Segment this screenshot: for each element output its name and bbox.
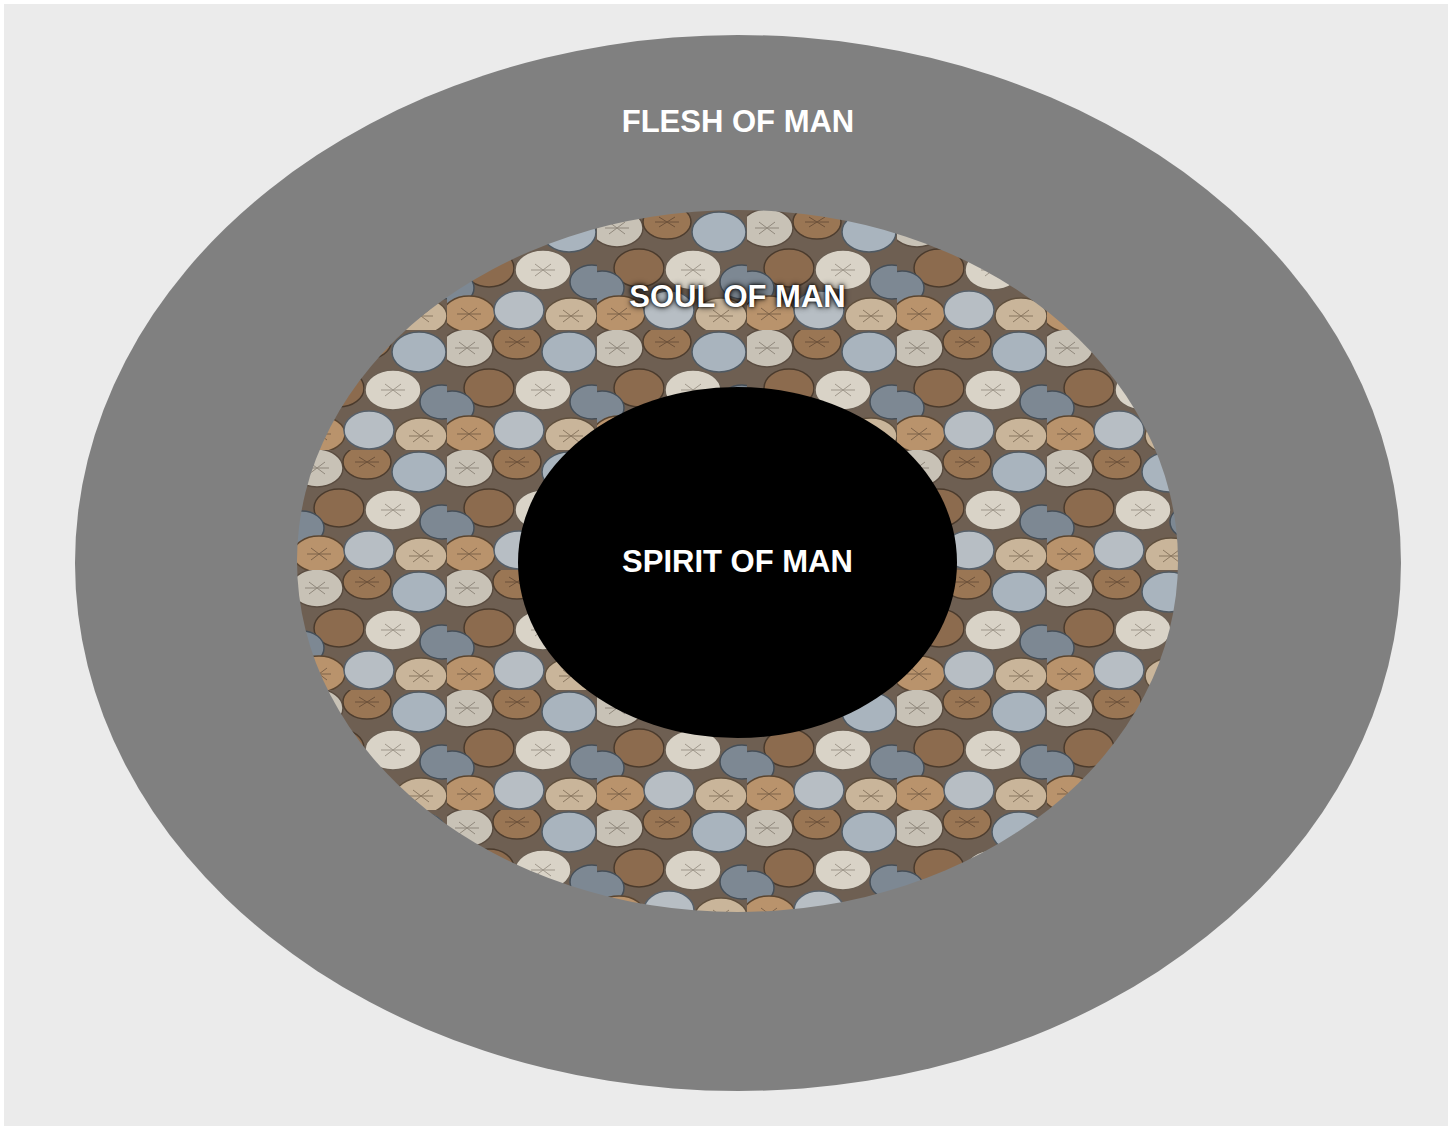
spirit-ellipse: SPIRIT OF MAN <box>518 387 957 738</box>
node-label: FLESH OF MAN <box>75 104 1401 140</box>
soul-ellipse: SOUL OF MAN SPIRIT OF MAN <box>297 210 1178 912</box>
ellipse-fill <box>297 210 1178 912</box>
node-label: SOUL OF MAN <box>297 279 1178 315</box>
panel <box>4 4 1448 1126</box>
node-label: SPIRIT OF MAN <box>518 544 957 580</box>
flesh-ellipse: FLESH OF MAN SOUL OF MAN SPIRIT OF MAN <box>75 35 1401 1091</box>
ellipse-fill <box>75 35 1401 1091</box>
ellipse-fill <box>518 387 957 738</box>
